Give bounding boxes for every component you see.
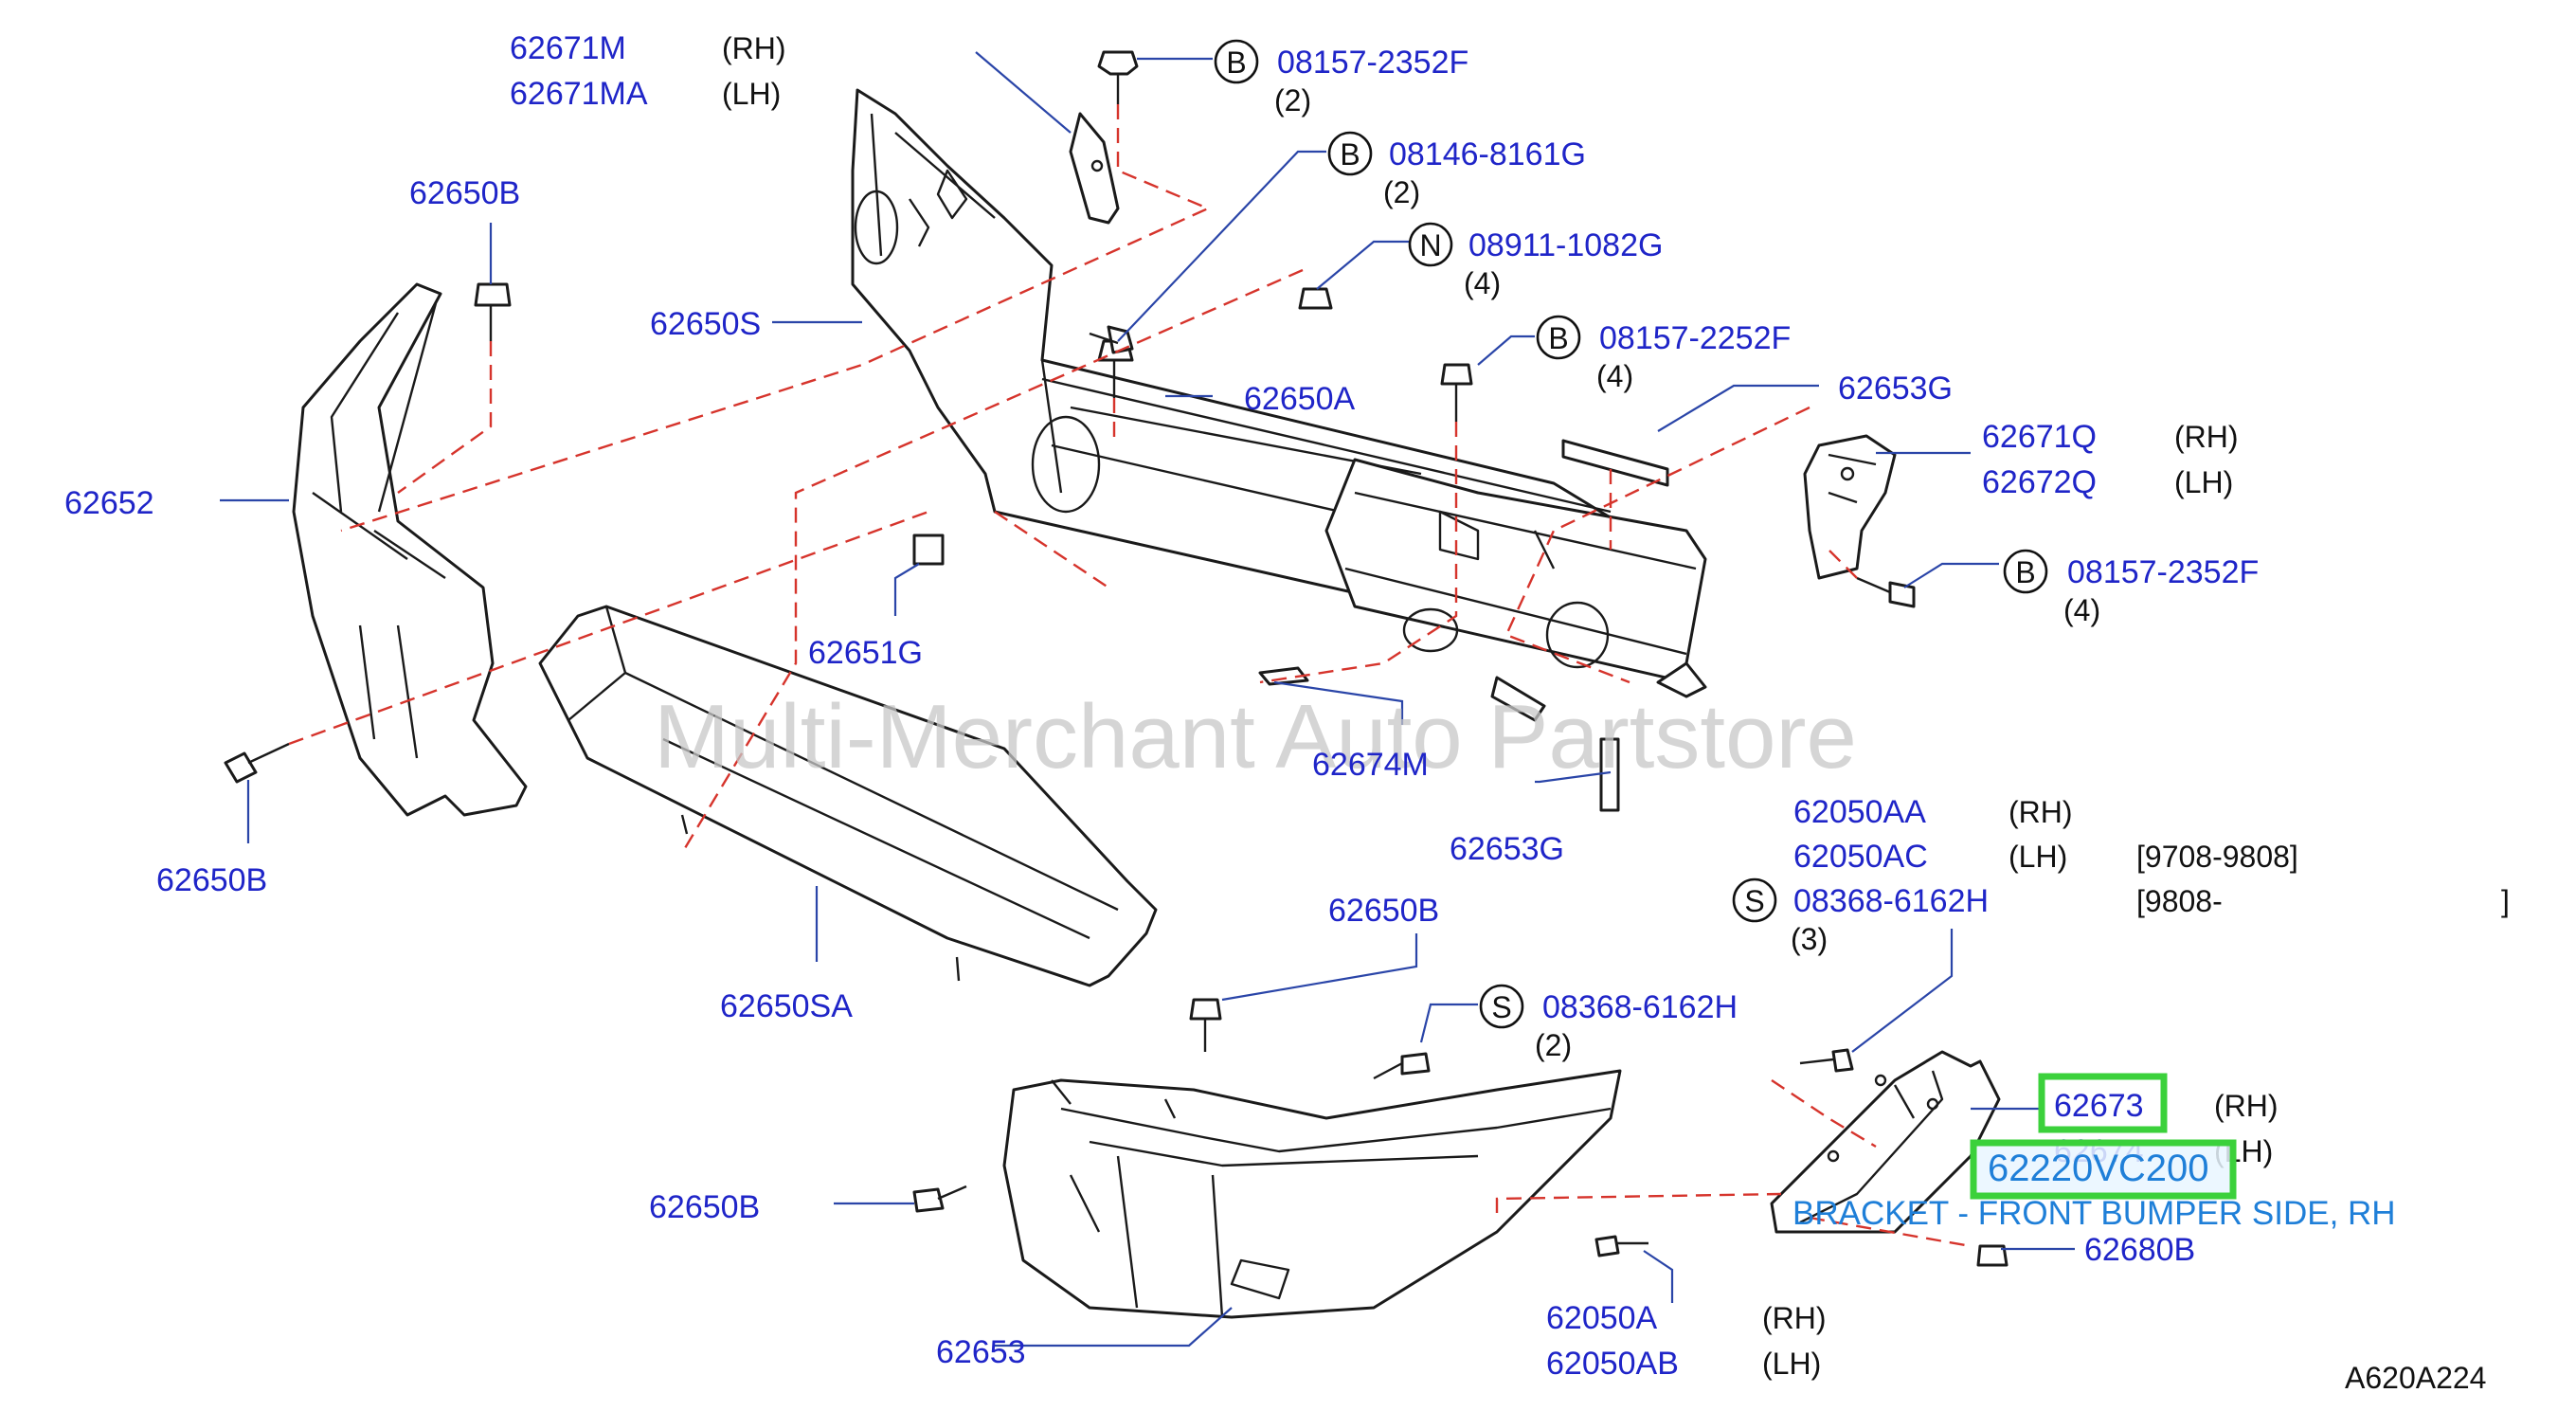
leader-lines — [220, 51, 2075, 1348]
callout-62672q[interactable]: 62672Q — [1982, 464, 2097, 500]
side-bracket-62673 — [1770, 1050, 2001, 1234]
highlight-box-62673 — [2038, 1073, 2168, 1133]
callout-62653g-upper[interactable]: 62653G — [1838, 371, 1953, 407]
callout-62050aa[interactable]: 62050AA — [1793, 794, 1926, 830]
absorber-62650sa — [538, 605, 1158, 987]
callout-62652[interactable]: 62652 — [64, 485, 154, 521]
badge-circle — [1732, 877, 1777, 923]
callout-labels: 62671M (RH) 62671MA (LH) 62650B 62650S 6… — [64, 30, 2298, 1382]
fastener-qty: (4) — [1596, 359, 1633, 393]
callout-62671q[interactable]: 62671Q — [1982, 419, 2097, 455]
callout-62050ac-range: [9708-9808] — [2136, 840, 2298, 874]
highlight-part-number[interactable]: 62220VC200 — [1988, 1148, 2209, 1189]
badge-circle — [1536, 315, 1581, 360]
badge-letter: S — [1744, 884, 1764, 918]
side-stay-62652 — [292, 282, 528, 817]
fastener-bolts — [224, 50, 2009, 1267]
badge-circle — [2003, 549, 2048, 594]
callout-62653[interactable]: 62653 — [936, 1334, 1026, 1370]
callout-62671q-side: (RH) — [2174, 420, 2239, 454]
figure-code: A620A224 — [2345, 1361, 2486, 1395]
callout-62050aa-side: (RH) — [2009, 795, 2073, 829]
badge-letter: B — [1226, 45, 1246, 80]
reinforcement-right-member — [1324, 458, 1707, 722]
fastener-qty: (4) — [2063, 593, 2100, 627]
fastener-08368-6162h-mid[interactable]: 08368-6162H — [1542, 989, 1738, 1025]
callout-62653g-lower[interactable]: 62653G — [1450, 831, 1564, 867]
fastener-labels: B 08157-2352F (2) B 08146-8161G (2) N 08… — [1214, 39, 2510, 1062]
badge-circle — [1479, 984, 1524, 1029]
callout-62650b-mid[interactable]: 62650B — [1328, 893, 1439, 929]
callout-62650a[interactable]: 62650A — [1244, 381, 1356, 417]
fastener-08911-1082g[interactable]: 08911-1082G — [1468, 227, 1663, 263]
callout-62050ab-side: (LH) — [1762, 1347, 1821, 1381]
fastener-08157-2352f-right[interactable]: 08157-2352F — [2067, 554, 2259, 590]
bracket-62671q — [1803, 434, 1897, 580]
line-art — [224, 50, 2009, 1319]
callout-62671m[interactable]: 62671M — [510, 30, 626, 66]
badge-letter: B — [1548, 321, 1568, 355]
fastener-qty: (4) — [1464, 266, 1501, 300]
badge-circle — [1214, 39, 1259, 84]
callout-62050a-side: (RH) — [1762, 1301, 1827, 1335]
callout-62650sa[interactable]: 62650SA — [720, 988, 853, 1024]
callout-62050ac[interactable]: 62050AC — [1793, 839, 1928, 875]
callout-62650s[interactable]: 62650S — [650, 306, 761, 342]
fastener-qty: (3) — [1791, 922, 1828, 956]
callout-62651g[interactable]: 62651G — [808, 635, 923, 671]
callout-62674m[interactable]: 62674M — [1312, 747, 1429, 783]
badge-letter: B — [1340, 137, 1360, 172]
fastener-08157-2252f[interactable]: 08157-2252F — [1599, 320, 1791, 356]
callout-62673[interactable]: 62673 — [2054, 1088, 2144, 1124]
fastener-08157-2352f-top[interactable]: 08157-2352F — [1277, 45, 1468, 81]
badge-circle — [1327, 131, 1373, 176]
callout-62650b-top[interactable]: 62650B — [409, 175, 520, 211]
highlight-description: BRACKET - FRONT BUMPER SIDE, RH — [1792, 1195, 2396, 1232]
callout-62650b-low[interactable]: 62650B — [649, 1189, 760, 1225]
callout-62050ac-side: (LH) — [2009, 840, 2067, 874]
highlight-fill — [1973, 1143, 2233, 1196]
fastener-qty: (2) — [1535, 1028, 1572, 1062]
fastener-qty: (2) — [1274, 83, 1311, 118]
callout-62671ma-side: (LH) — [722, 77, 781, 111]
pad-62653g-lower — [1599, 737, 1620, 812]
fastener-qty: (2) — [1383, 175, 1420, 209]
watermark: Multi-Merchant Auto Partstore — [654, 686, 1857, 787]
fastener-range-close: ] — [2501, 884, 2510, 918]
fastener-08368-6162h-right[interactable]: 08368-6162H — [1793, 883, 1989, 919]
callout-62050a[interactable]: 62050A — [1546, 1300, 1658, 1336]
dashed-connections — [288, 104, 1972, 1248]
bracket-62671m — [1069, 112, 1120, 225]
callout-62650b-left[interactable]: 62650B — [156, 862, 267, 898]
badge-letter: N — [1419, 228, 1441, 262]
pad-62653g-upper — [1561, 439, 1669, 487]
badge-circle — [1408, 222, 1453, 267]
badge-letter: B — [2015, 555, 2035, 589]
callout-62671m-side: (RH) — [722, 31, 786, 65]
badge-letter: S — [1491, 990, 1511, 1024]
fastener-range-open: [9808- — [2136, 884, 2223, 918]
callout-62673-side: (RH) — [2214, 1089, 2279, 1123]
callout-62671ma[interactable]: 62671MA — [510, 76, 648, 112]
callout-62680b[interactable]: 62680B — [2084, 1232, 2195, 1268]
highlight-group: 62220VC200 BRACKET - FRONT BUMPER SIDE, … — [1792, 1073, 2396, 1232]
bumper-fascia-62653 — [1002, 1069, 1622, 1319]
callout-62672q-side: (LH) — [2174, 465, 2233, 499]
callout-62050ab[interactable]: 62050AB — [1546, 1346, 1679, 1382]
highlight-box-part — [1970, 1139, 2237, 1200]
fastener-08146-8161g[interactable]: 08146-8161G — [1389, 136, 1586, 172]
